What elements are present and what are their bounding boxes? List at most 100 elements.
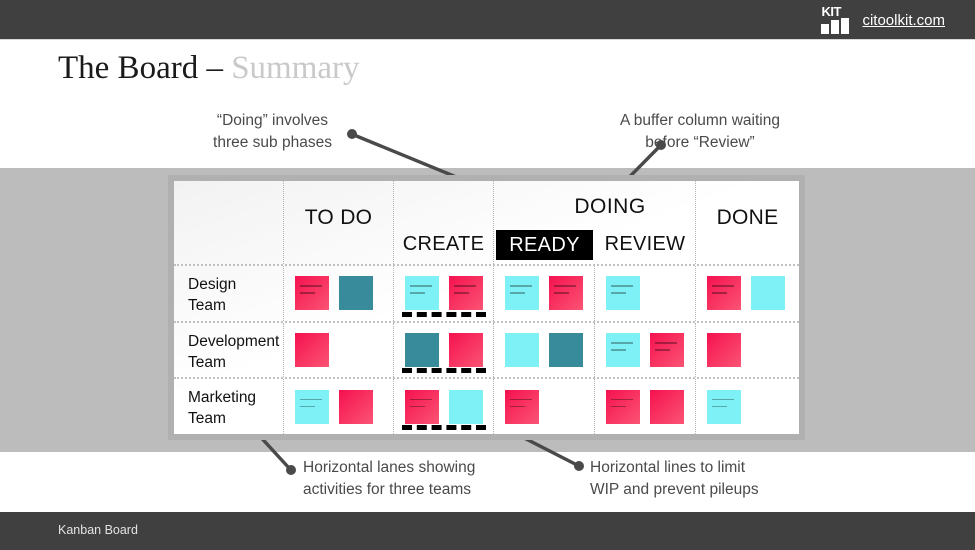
board-cell-create[interactable] [394, 322, 494, 378]
wip-limit-line [402, 368, 486, 374]
sticky-note-line [454, 285, 476, 287]
sticky-note[interactable] [449, 333, 483, 367]
lane-label-line2: Team [188, 410, 226, 428]
sticky-note[interactable] [650, 333, 684, 367]
sticky-note-line [410, 405, 425, 408]
top-bar: KIT citoolkit.com [0, 0, 975, 40]
sticky-note[interactable] [295, 276, 329, 311]
kit-logo-word: KIT [821, 4, 841, 19]
kanban-board-frame: TO DO CREATE READY REVIEW DONE DOING Des… [168, 175, 805, 440]
sticky-note[interactable] [449, 276, 483, 311]
page-title: The Board – Summary [58, 50, 360, 87]
sticky-note[interactable] [707, 333, 741, 367]
column-header-ready[interactable]: READY [494, 181, 595, 264]
sticky-note[interactable] [505, 389, 539, 424]
sticky-note-line [510, 405, 525, 408]
board-cell-done[interactable] [696, 323, 799, 378]
sticky-note[interactable] [405, 276, 439, 311]
column-header-done-label: DONE [716, 206, 779, 229]
board-cell-ready[interactable] [494, 266, 595, 321]
sticky-note[interactable] [650, 389, 684, 424]
brand-link[interactable]: citoolkit.com [862, 11, 945, 29]
board-cell-review[interactable] [595, 379, 696, 435]
callout-wip-line1: Horizontal lines to limit [590, 459, 746, 476]
column-header-review[interactable]: REVIEW [595, 181, 696, 264]
sticky-note[interactable] [707, 389, 741, 424]
sticky-note-line [712, 285, 734, 287]
sticky-note[interactable] [405, 333, 439, 367]
board-cell-ready[interactable] [494, 322, 595, 378]
kit-logo-icon: KIT [821, 5, 855, 35]
sticky-note[interactable] [606, 276, 640, 311]
board-cell-done[interactable] [696, 379, 799, 434]
board-cell-review[interactable] [595, 322, 696, 378]
callout-buffer-line1: A buffer column waiting [620, 112, 780, 129]
sticky-note[interactable] [505, 333, 539, 367]
sticky-note[interactable] [549, 276, 583, 311]
board-cell-create[interactable] [394, 379, 494, 435]
sticky-note-line [410, 285, 432, 287]
sticky-note-line [554, 285, 576, 287]
sticky-note[interactable] [606, 389, 640, 424]
sticky-note[interactable] [449, 389, 483, 424]
column-header-review-label: REVIEW [604, 233, 686, 255]
sticky-note-line [611, 398, 633, 401]
column-header-create[interactable]: CREATE [394, 181, 494, 264]
footer-bar: Kanban Board [0, 512, 975, 550]
sticky-note-line [554, 292, 569, 294]
column-header-done[interactable]: DONE [696, 181, 799, 264]
header-corner-cell [174, 181, 284, 264]
board-cell-create[interactable] [394, 266, 494, 321]
sticky-note[interactable] [505, 276, 539, 311]
callout-wip-line2: WIP and prevent pileups [590, 481, 759, 498]
sticky-note-line [300, 292, 315, 294]
sticky-note-line [410, 292, 425, 294]
page-title-accent: Summary [231, 50, 360, 86]
header-divider [0, 39, 975, 40]
callout-buffer: A buffer column waiting before “Review” [595, 110, 805, 154]
board-cell-ready[interactable] [494, 379, 595, 435]
sticky-note[interactable] [707, 276, 741, 311]
sticky-note-line [510, 398, 532, 401]
ready-highlight-chip: READY [496, 230, 593, 260]
column-header-create-label: CREATE [402, 233, 485, 255]
sticky-note[interactable] [339, 276, 373, 311]
board-cell-todo[interactable] [284, 322, 394, 378]
callout-doing-line1: “Doing” involves [216, 112, 329, 129]
arrow-dot-lanes [286, 465, 296, 475]
brand-logo[interactable]: KIT citoolkit.com [821, 4, 945, 36]
board-cell-done[interactable] [696, 266, 799, 321]
sticky-note[interactable] [339, 389, 373, 424]
bar-chart-icon [821, 18, 850, 34]
sticky-note-line [510, 292, 525, 294]
sticky-note-line [454, 292, 469, 294]
column-group-doing-label: DOING [574, 195, 646, 218]
sticky-note-line [611, 342, 633, 344]
sticky-note[interactable] [751, 276, 785, 311]
column-header-todo[interactable]: TO DO [284, 181, 394, 264]
board-cell-todo[interactable] [284, 266, 394, 321]
sticky-note[interactable] [295, 389, 329, 424]
board-cell-review[interactable] [595, 266, 696, 321]
sticky-note-line [300, 285, 322, 287]
sticky-note-line [712, 292, 727, 294]
callout-wip: Horizontal lines to limit WIP and preven… [590, 457, 759, 501]
sticky-note[interactable] [295, 333, 329, 367]
sticky-note[interactable] [606, 333, 640, 367]
wip-limit-line [402, 311, 486, 317]
board-cell-todo[interactable] [284, 379, 394, 435]
wip-limit-line [402, 425, 486, 431]
sticky-note-line [300, 405, 315, 408]
sticky-note[interactable] [405, 389, 439, 424]
sticky-note-line [712, 398, 734, 401]
sticky-note[interactable] [549, 333, 583, 367]
lane-label-line1: Marketing [188, 389, 257, 407]
sticky-note-line [611, 292, 626, 294]
sticky-note-line [611, 405, 626, 408]
callout-lanes-line1: Horizontal lanes showing [303, 459, 476, 476]
